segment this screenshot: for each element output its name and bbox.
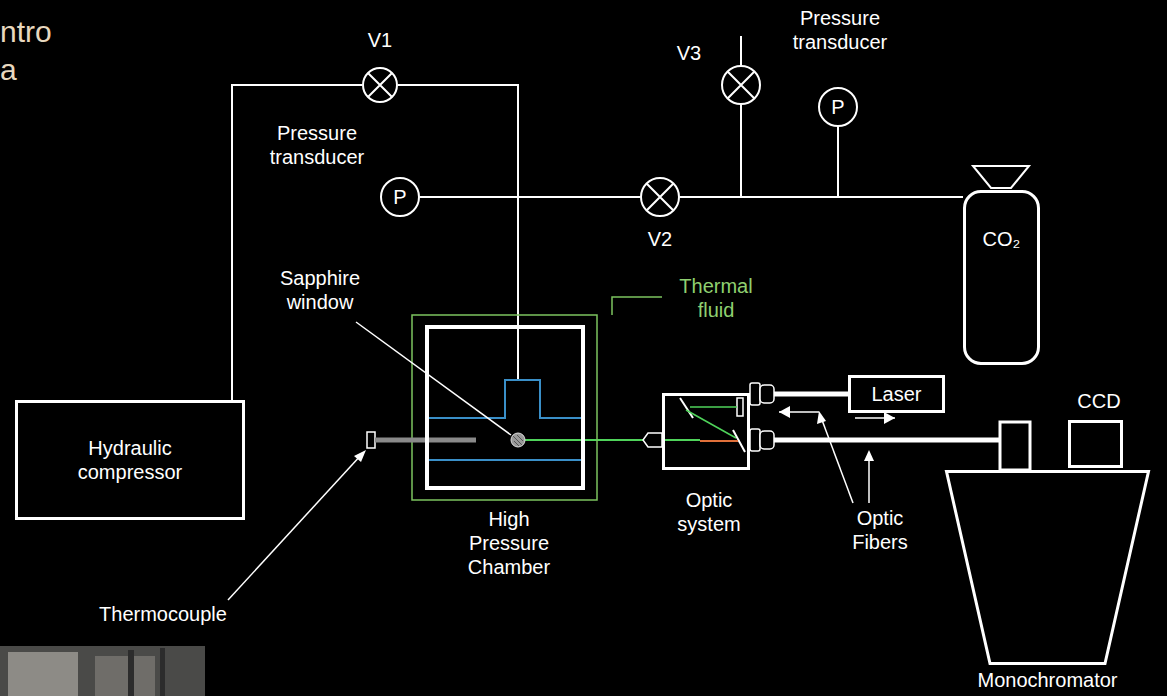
ccd-camera: CCD <box>1068 420 1123 468</box>
leader-line <box>228 454 362 600</box>
part-label: Sapphire window <box>270 266 370 314</box>
fiber-plug <box>750 383 760 405</box>
connector-line <box>750 438 1000 443</box>
laser-beam <box>686 410 736 438</box>
node-text: Optic system <box>659 488 759 536</box>
photo-pipe <box>128 650 134 696</box>
valve-outline <box>362 67 398 103</box>
valve-symbol: V2 <box>640 177 680 217</box>
slide-title-fragment: ntro <box>0 14 80 50</box>
pressure-chamber: High Pressure Chamber <box>425 325 585 490</box>
thermal-fluid-jacket <box>412 315 597 500</box>
lens <box>643 433 662 447</box>
node-text: P <box>393 185 406 209</box>
compressor-box: Hydraulic compressor <box>15 400 245 520</box>
node-text: Hydraulic compressor <box>55 436 205 484</box>
photo-fragment <box>0 646 205 696</box>
photo-ground <box>0 646 205 696</box>
vent-pipe <box>740 36 742 65</box>
laser-beam <box>518 439 581 441</box>
leader-line <box>612 297 662 315</box>
valve-outline <box>640 177 680 217</box>
valve-symbol: V1 <box>362 67 398 103</box>
window-hatch <box>513 435 523 446</box>
node-text: V1 <box>350 28 410 52</box>
filter <box>737 398 743 416</box>
laser-beam <box>662 439 700 441</box>
valve-cross <box>728 72 755 99</box>
connector-line <box>420 196 640 198</box>
thermocouple-head <box>367 432 375 448</box>
fiber-plug <box>750 429 760 451</box>
laser-box: Laser <box>848 375 945 413</box>
part-label: Optic Fibers <box>835 506 925 554</box>
valve-circle <box>641 178 679 216</box>
leader-line <box>868 458 870 503</box>
sapphire-window <box>511 433 525 447</box>
mirror <box>680 398 693 418</box>
cylinder-valve <box>973 166 1029 188</box>
leader-arrowhead <box>864 450 874 461</box>
monochromator-body <box>947 472 1149 664</box>
leader-arrowhead <box>817 411 826 424</box>
slide-title-fragment: a <box>0 52 40 88</box>
valve-symbol: V3 <box>721 65 761 105</box>
valve-circle <box>722 66 760 104</box>
node-text: CCD <box>1059 389 1139 413</box>
optic-fiber <box>750 394 848 418</box>
node-text: Pressure transducer <box>780 6 900 54</box>
pressure-gauge: Pressure transducerP <box>380 177 420 217</box>
valve-circle <box>363 68 397 102</box>
arrowhead <box>884 412 895 424</box>
photo-wall <box>95 656 155 696</box>
gas-line <box>838 127 963 197</box>
node-text: High Pressure Chamber <box>449 507 569 579</box>
connector-line <box>750 392 848 397</box>
pressure-gauge: Pressure transducerP <box>818 87 858 127</box>
part-label: Thermal fluid <box>668 274 764 322</box>
fiber-plug <box>760 385 774 403</box>
leader-arrowhead <box>354 450 366 462</box>
monochromator: Monochromator <box>945 470 1150 665</box>
valve-cross <box>368 73 392 97</box>
leader-line <box>822 420 853 503</box>
fiber-plug <box>760 431 774 449</box>
scattered-beam <box>700 440 738 442</box>
node-text: Monochromator <box>935 668 1160 692</box>
gas-cylinder: CO₂ <box>963 190 1040 365</box>
optic-fiber <box>750 412 1000 440</box>
node-text: V2 <box>630 227 690 251</box>
node-text: CO₂ <box>966 227 1037 251</box>
fiber-plugs <box>750 383 1030 470</box>
photo-wall <box>8 652 78 696</box>
arrowhead <box>779 406 790 418</box>
gas-line <box>420 197 640 198</box>
part-label: Thermocouple <box>88 602 238 626</box>
laser-beam <box>690 406 737 408</box>
optic-internals <box>643 398 745 452</box>
node-text: P <box>831 95 844 119</box>
valve-outline <box>721 65 761 105</box>
connector-line <box>838 127 963 197</box>
optic-system: Optic system <box>662 393 750 470</box>
entrance-slit <box>1000 422 1030 470</box>
leader-line <box>356 322 511 435</box>
valve-cross <box>647 184 674 211</box>
node-text: Laser <box>871 382 921 406</box>
node-text: V3 <box>667 41 711 65</box>
photo-pipe <box>160 648 165 696</box>
inlet-pipe <box>517 325 519 380</box>
trapezoid-outline <box>945 470 1150 665</box>
node-text: Pressure transducer <box>257 121 377 169</box>
